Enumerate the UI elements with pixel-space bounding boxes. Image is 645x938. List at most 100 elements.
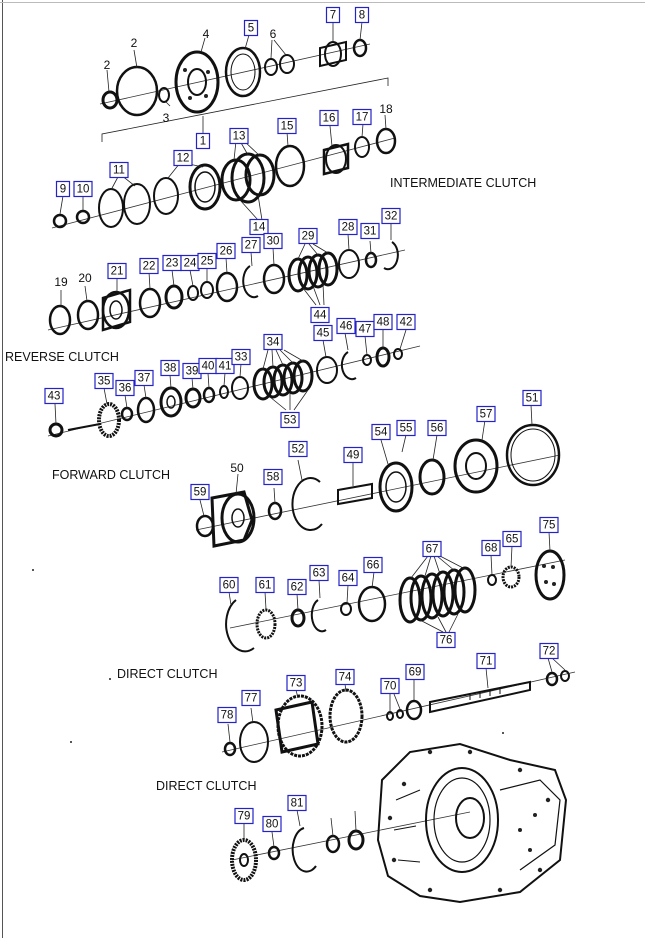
callout-number: 64 [342,573,355,585]
callout-box-27: 27 [241,236,261,254]
callout-box-62: 62 [287,578,307,596]
callout-box-frame [405,663,425,681]
callout-box-frame [263,232,283,250]
callout-box-frame [371,423,391,441]
callout-box-frame [195,132,211,150]
callout-plain-19: 19 [54,275,68,289]
callout-box-frame [217,706,237,724]
callout-number: 73 [290,678,303,690]
callout-box-frame [234,807,254,825]
callout-number: 1 [200,136,206,148]
callout-box-frame [363,556,383,574]
callout-box-64: 64 [338,569,358,587]
callout-box-frame [352,108,372,126]
callout-box-frame [109,161,129,179]
callout-box-frame [539,642,559,660]
callout-box-52: 52 [288,440,308,458]
callout-box-59: 59 [190,483,210,501]
callout-box-frame [427,419,447,437]
callout-plain-2: 2 [104,58,111,72]
callout-box-67: 67 [422,540,442,558]
callout-box-39: 39 [182,362,202,380]
callout-box-8: 8 [354,6,370,24]
row-4-parts [47,329,421,438]
callout-plain-4: 4 [203,27,210,41]
callout-box-frame [190,483,210,501]
callout-box-frame [263,468,283,486]
callout-box-16: 16 [319,109,339,127]
callout-box-26: 26 [216,242,236,260]
callout-number: 44 [314,310,327,322]
callout-number: 26 [220,246,233,258]
callout-box-1: 1 [195,132,211,150]
callout-box-frame [338,569,358,587]
callout-box-frame [522,389,542,407]
callout-box-45: 45 [313,324,333,342]
callout-number: 7 [330,10,336,22]
callout-box-30: 30 [263,232,283,250]
callout-number: 74 [339,672,352,684]
callout-box-80: 80 [262,815,282,833]
callout-box-frame [309,564,329,582]
title-intermediate-clutch: INTERMEDIATE CLUTCH [390,176,536,190]
callout-number: 32 [385,211,398,223]
callout-number: 66 [367,560,380,572]
callout-box-31: 31 [360,222,380,240]
callout-number: 41 [219,361,232,373]
callout-box-23: 23 [162,254,182,272]
callout-number: 40 [202,361,215,373]
callout-number: 23 [166,258,179,270]
callout-box-71: 71 [476,652,496,670]
callout-box-60: 60 [219,576,239,594]
callout-box-63: 63 [309,564,329,582]
callout-box-81: 81 [287,794,307,812]
callout-number: 56 [431,423,444,435]
callout-number: 43 [48,391,61,403]
callout-box-41: 41 [215,357,235,375]
callout-box-frame [476,652,496,670]
callout-number: 61 [259,580,272,592]
callout-number: 33 [235,352,248,364]
callout-number: 9 [60,184,66,196]
callout-number: 62 [291,582,304,594]
title-forward-clutch: FORWARD CLUTCH [52,468,170,482]
callout-box-10: 10 [73,180,93,198]
callout-box-21: 21 [107,262,127,280]
callout-box-69: 69 [405,663,425,681]
callout-box-frame [255,576,275,594]
callout-number: 59 [194,487,207,499]
callout-box-frame [173,149,193,167]
callout-box-47: 47 [355,320,375,338]
callout-number: 10 [77,184,90,196]
callout-box-frame [55,180,71,198]
callout-box-frame [216,242,236,260]
callout-box-66: 66 [363,556,383,574]
callout-box-7: 7 [325,6,341,24]
callout-number: 75 [543,520,556,532]
callout-box-frame [313,324,333,342]
callout-box-frame [134,369,154,387]
callout-box-78: 78 [217,706,237,724]
callout-box-33: 33 [231,348,251,366]
callout-box-frame [396,313,416,331]
callout-box-frame [539,516,559,534]
callout-box-frame [319,109,339,127]
callout-box-frame [229,127,249,145]
callout-box-frame [502,530,522,548]
callout-box-frame [360,222,380,240]
callout-number: 34 [267,337,280,349]
callout-box-58: 58 [263,468,283,486]
callout-box-14: 14 [249,218,269,236]
callout-box-70: 70 [380,677,400,695]
callout-box-35: 35 [94,372,114,390]
callout-box-frame [286,674,306,692]
callout-box-frame [262,815,282,833]
callout-number: 79 [238,811,251,823]
callout-box-frame [241,689,261,707]
callout-number: 42 [400,317,413,329]
callout-box-75: 75 [539,516,559,534]
left-border [2,0,3,938]
callout-number: 48 [377,317,390,329]
callout-box-73: 73 [286,674,306,692]
